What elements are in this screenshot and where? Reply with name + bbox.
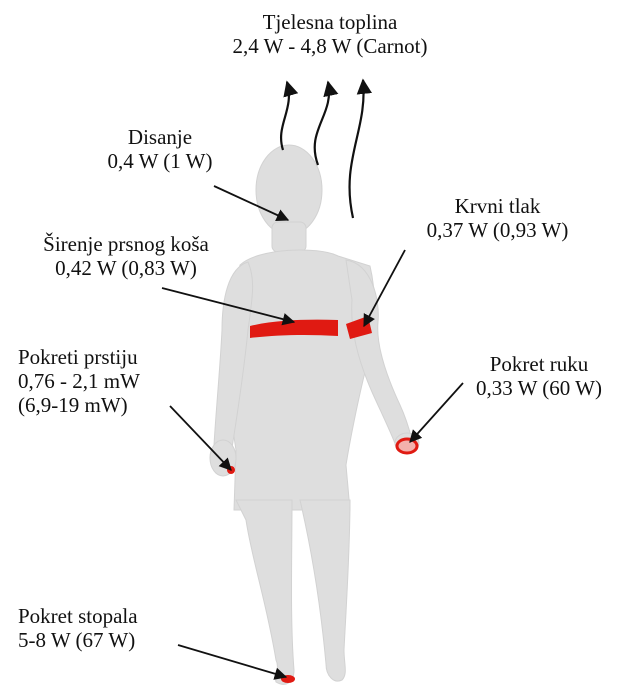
chest-expansion-label: Širenje prsnog koša 0,42 W (0,83 W) <box>10 232 242 280</box>
foot-arrow <box>178 645 286 677</box>
wrist-marker <box>397 439 417 453</box>
right-leg <box>300 500 350 681</box>
body-heat-title: Tjelesna toplina <box>215 10 445 34</box>
blood-pressure-label: Krvni tlak 0,37 W (0,93 W) <box>405 194 590 242</box>
heat-arrow-1 <box>281 82 289 150</box>
foot-motion-value: 5-8 W (67 W) <box>18 628 138 652</box>
foot-motion-title: Pokret stopala <box>18 604 138 628</box>
blood-pressure-value: 0,37 W (0,93 W) <box>405 218 590 242</box>
human-silhouette <box>210 145 419 684</box>
breathing-label: Disanje 0,4 W (1 W) <box>90 125 230 173</box>
body-heat-label: Tjelesna toplina 2,4 W - 4,8 W (Carnot) <box>215 10 445 58</box>
breathing-value: 0,4 W (1 W) <box>90 149 230 173</box>
arm-motion-value: 0,33 W (60 W) <box>460 376 618 400</box>
arm-motion-title: Pokret ruku <box>460 352 618 376</box>
arm-motion-arrow <box>410 383 463 442</box>
arm-motion-label: Pokret ruku 0,33 W (60 W) <box>460 352 618 400</box>
finger-motion-title: Pokreti prstiju <box>18 345 140 369</box>
blood-pressure-title: Krvni tlak <box>405 194 590 218</box>
finger-motion-value-2: (6,9-19 mW) <box>18 393 140 417</box>
heat-arrow-2 <box>315 82 329 165</box>
finger-motion-value: 0,76 - 2,1 mW <box>18 369 140 393</box>
breathing-title: Disanje <box>90 125 230 149</box>
neck <box>272 222 306 252</box>
chest-expansion-title: Širenje prsnog koša <box>10 232 242 256</box>
chest-expansion-value: 0,42 W (0,83 W) <box>10 256 242 280</box>
body-heat-value: 2,4 W - 4,8 W (Carnot) <box>215 34 445 58</box>
finger-motion-label: Pokreti prstiju 0,76 - 2,1 mW (6,9-19 mW… <box>18 345 140 417</box>
left-leg <box>236 500 294 684</box>
heat-arrow-3 <box>350 80 364 218</box>
foot-motion-label: Pokret stopala 5-8 W (67 W) <box>18 604 138 652</box>
